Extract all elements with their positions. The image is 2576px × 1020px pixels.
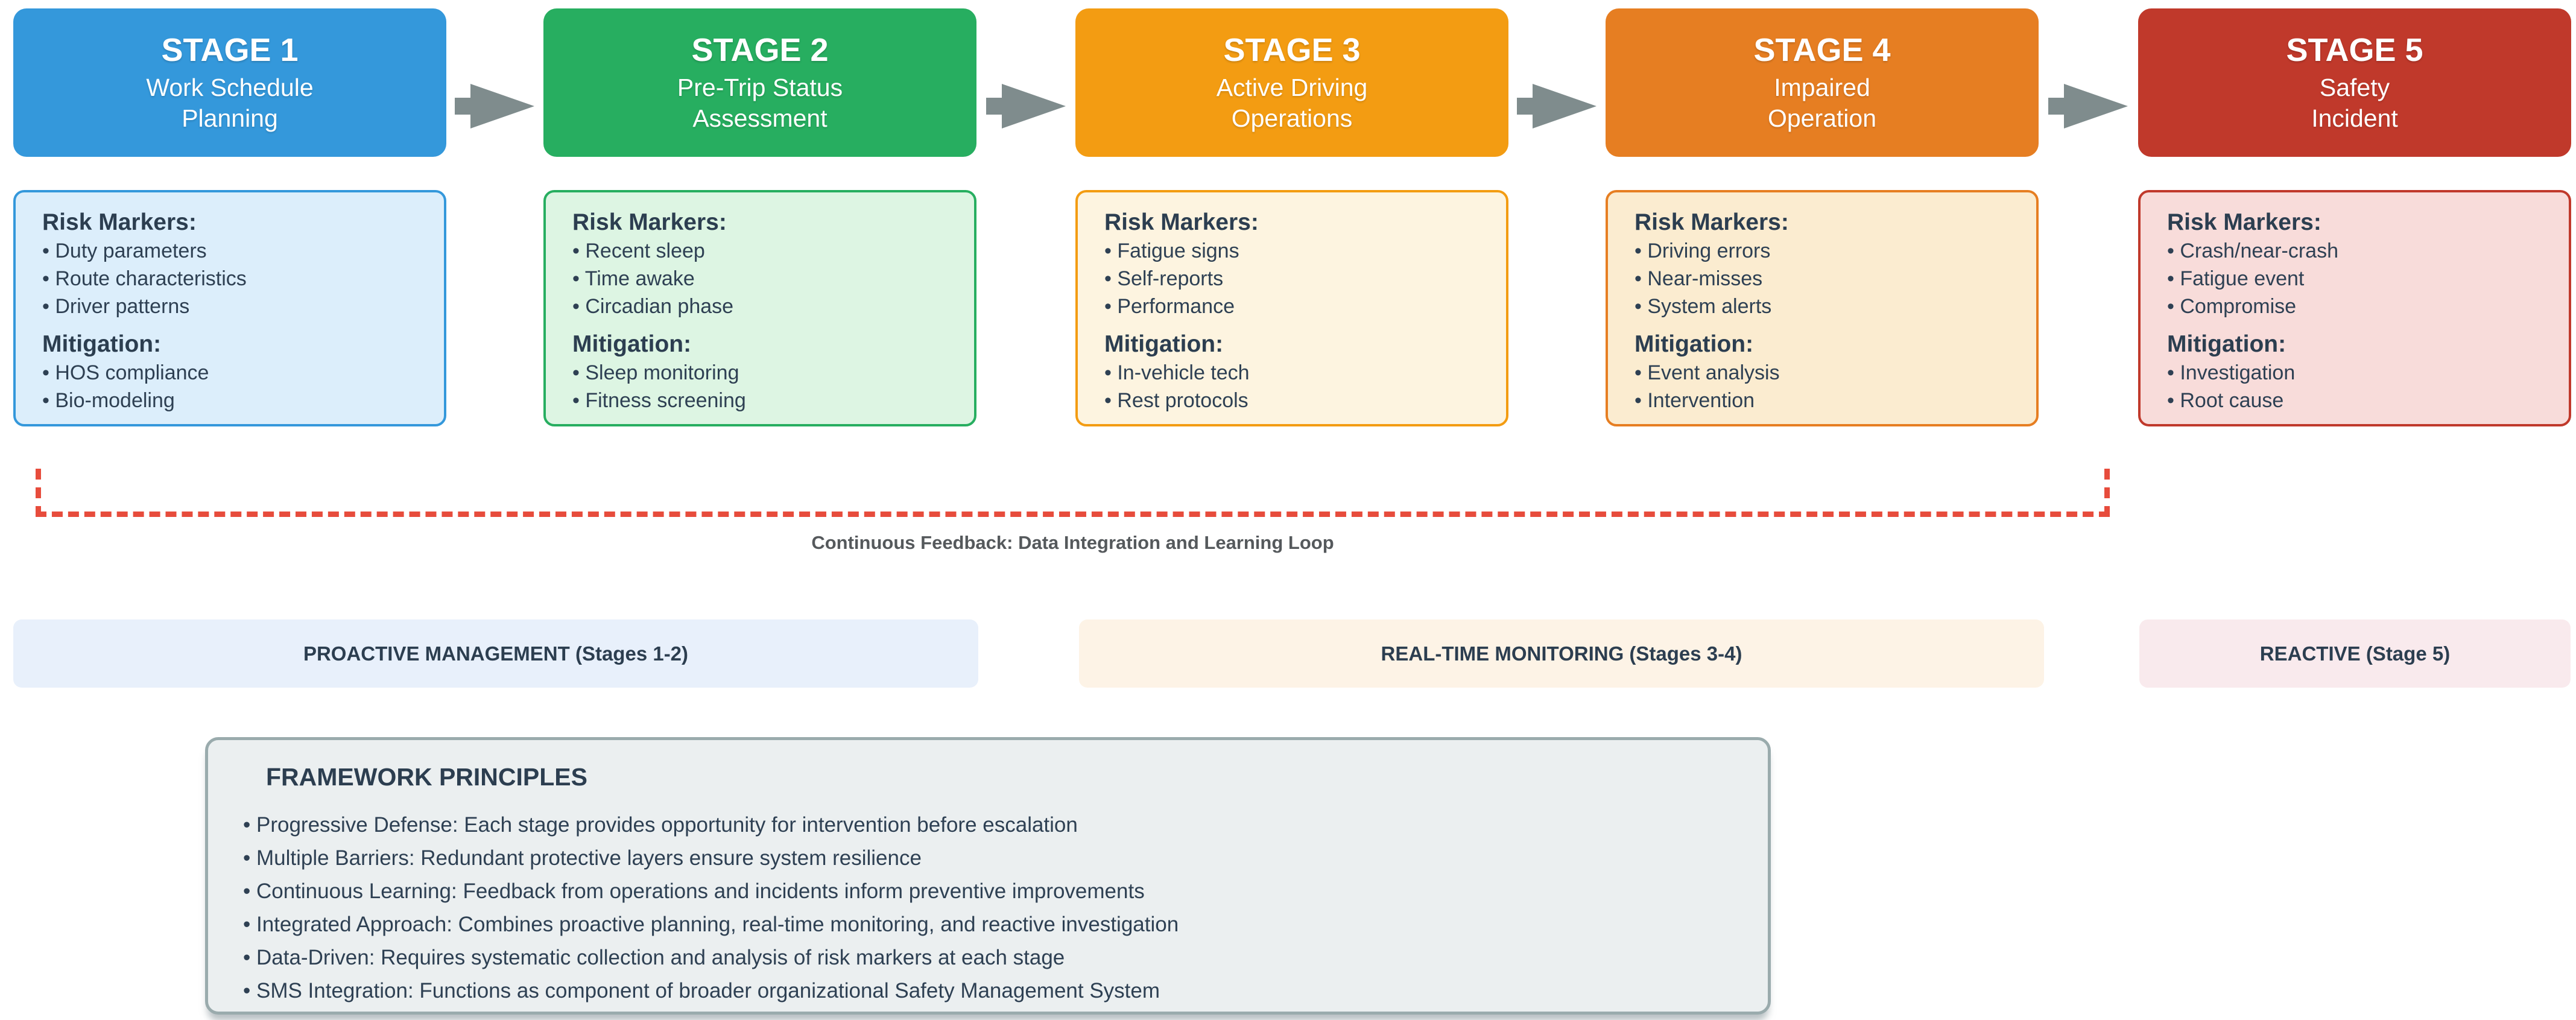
framework-principle-item: • Progressive Defense: Each stage provid… <box>243 813 1078 837</box>
risk-markers-heading: Risk Markers: <box>572 209 727 235</box>
mitigation-heading: Mitigation: <box>42 331 162 357</box>
risk-marker-item: • Circadian phase <box>572 295 734 318</box>
mitigation-item: • Event analysis <box>1635 361 1780 384</box>
framework-principle-item: • Multiple Barriers: Redundant protectiv… <box>243 846 922 870</box>
risk-marker-item: • Performance <box>1104 295 1235 318</box>
mitigation-item: • Intervention <box>1635 389 1755 412</box>
stage-3-header: STAGE 3 Active Driving Operations <box>1075 8 1508 157</box>
risk-marker-item: • Driving errors <box>1635 239 1771 262</box>
risk-marker-item: • System alerts <box>1635 295 1772 318</box>
stage-2-subtitle: Pre-Trip Status Assessment <box>677 74 843 132</box>
stage-2-risk-panel: Risk Markers: • Recent sleep • Time awak… <box>543 190 976 426</box>
mitigation-heading: Mitigation: <box>572 331 692 357</box>
mitigation-item: • Root cause <box>2167 389 2284 412</box>
arrow-right-icon <box>455 84 534 128</box>
risk-marker-item: • Duty parameters <box>42 239 207 262</box>
risk-marker-item: • Driver patterns <box>42 295 190 318</box>
stage-4-title: STAGE 4 <box>1753 32 1891 68</box>
mitigation-item: • Fitness screening <box>572 389 746 412</box>
stage-5-header: STAGE 5 Safety Incident <box>2138 8 2571 157</box>
band-proactive-management: PROACTIVE MANAGEMENT (Stages 1-2) <box>13 619 978 688</box>
framework-principles-title: FRAMEWORK PRINCIPLES <box>266 763 587 791</box>
risk-markers-heading: Risk Markers: <box>2167 209 2321 235</box>
mitigation-heading: Mitigation: <box>1104 331 1224 357</box>
risk-marker-item: • Route characteristics <box>42 267 247 290</box>
risk-markers-heading: Risk Markers: <box>1635 209 1789 235</box>
framework-principles-list: • Progressive Defense: Each stage provid… <box>243 808 1768 1007</box>
risk-marker-item: • Fatigue signs <box>1104 239 1239 262</box>
stage-1-risk-panel: Risk Markers: • Duty parameters • Route … <box>13 190 446 426</box>
stage-3-risk-panel: Risk Markers: • Fatigue signs • Self-rep… <box>1075 190 1508 426</box>
stage-1-subtitle: Work Schedule Planning <box>146 74 314 132</box>
risk-marker-item: • Self-reports <box>1104 267 1224 290</box>
feedback-loop-line <box>36 469 2110 517</box>
framework-principle-item: • Continuous Learning: Feedback from ope… <box>243 879 1145 903</box>
framework-principles-box: FRAMEWORK PRINCIPLES • Progressive Defen… <box>205 737 1771 1015</box>
stage-3-subtitle: Active Driving Operations <box>1216 74 1368 132</box>
arrow-right-icon <box>2048 84 2128 128</box>
stage-5-subtitle: Safety Incident <box>2311 74 2398 132</box>
framework-principle-item: • Integrated Approach: Combines proactiv… <box>243 913 1179 936</box>
feedback-loop-label: Continuous Feedback: Data Integration an… <box>811 532 1334 553</box>
arrow-right-icon <box>1517 84 1597 128</box>
mitigation-heading: Mitigation: <box>2167 331 2286 357</box>
risk-markers-heading: Risk Markers: <box>42 209 197 235</box>
stage-1-header: STAGE 1 Work Schedule Planning <box>13 8 446 157</box>
mitigation-item: • Bio-modeling <box>42 389 175 412</box>
risk-marker-item: • Near-misses <box>1635 267 1763 290</box>
risk-marker-item: • Fatigue event <box>2167 267 2305 290</box>
stage-5-title: STAGE 5 <box>2286 32 2423 68</box>
mitigation-item: • Investigation <box>2167 361 2296 384</box>
stage-2-header: STAGE 2 Pre-Trip Status Assessment <box>543 8 976 157</box>
band-real-time-monitoring: REAL-TIME MONITORING (Stages 3-4) <box>1079 619 2044 688</box>
risk-marker-item: • Compromise <box>2167 295 2297 318</box>
mitigation-heading: Mitigation: <box>1635 331 1754 357</box>
arrow-right-icon <box>986 84 1066 128</box>
stage-2-title: STAGE 2 <box>691 32 829 68</box>
stage-4-header: STAGE 4 Impaired Operation <box>1606 8 2039 157</box>
mitigation-item: • Sleep monitoring <box>572 361 739 384</box>
stage-4-subtitle: Impaired Operation <box>1767 74 1877 132</box>
framework-principle-item: • Data-Driven: Requires systematic colle… <box>243 946 1065 969</box>
risk-marker-item: • Time awake <box>572 267 695 290</box>
stage-4-risk-panel: Risk Markers: • Driving errors • Near-mi… <box>1606 190 2039 426</box>
framework-principle-item: • SMS Integration: Functions as componen… <box>243 979 1160 1003</box>
stage-1-title: STAGE 1 <box>161 32 299 68</box>
risk-markers-heading: Risk Markers: <box>1104 209 1259 235</box>
risk-marker-item: • Crash/near-crash <box>2167 239 2339 262</box>
band-reactive: REACTIVE (Stage 5) <box>2139 619 2571 688</box>
stage-3-title: STAGE 3 <box>1223 32 1361 68</box>
stage-5-risk-panel: Risk Markers: • Crash/near-crash • Fatig… <box>2138 190 2571 426</box>
mitigation-item: • Rest protocols <box>1104 389 1248 412</box>
risk-marker-item: • Recent sleep <box>572 239 705 262</box>
mitigation-item: • In-vehicle tech <box>1104 361 1250 384</box>
mitigation-item: • HOS compliance <box>42 361 209 384</box>
